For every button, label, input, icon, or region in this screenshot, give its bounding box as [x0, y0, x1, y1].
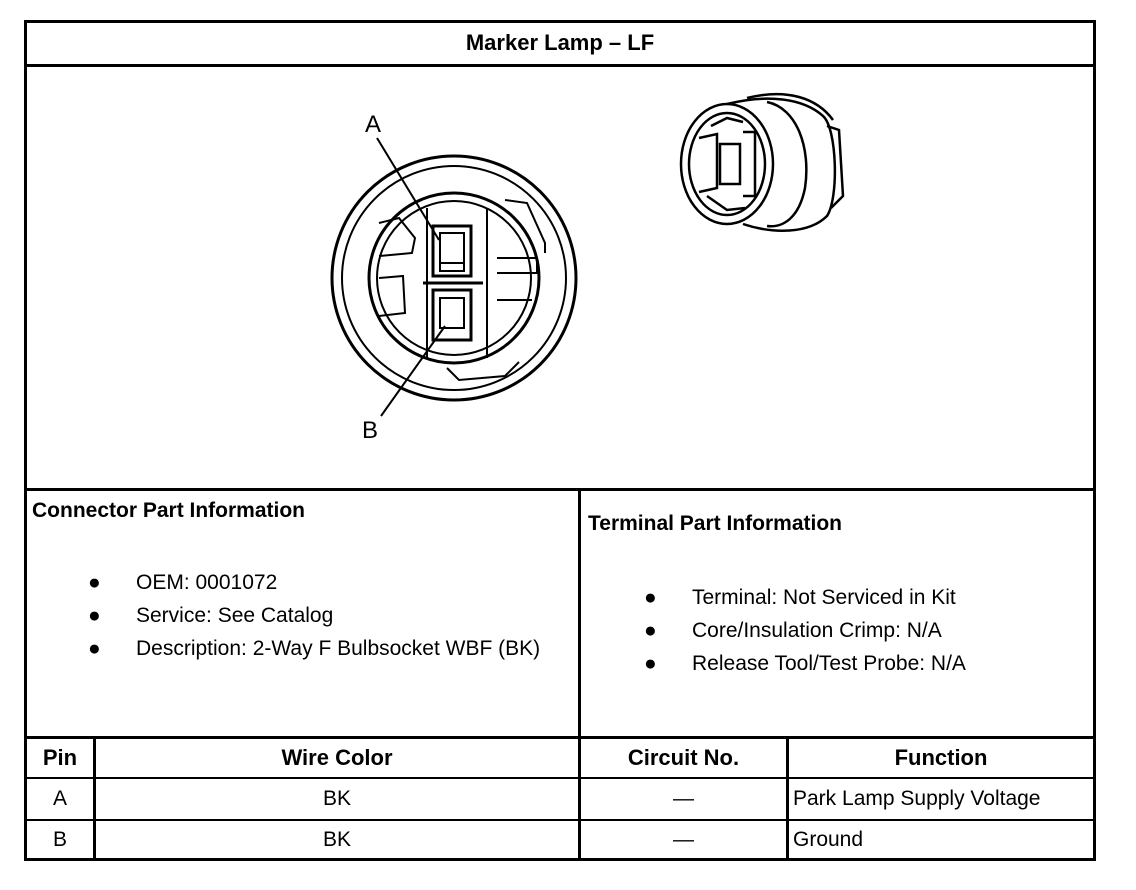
- connector-side-view: [679, 92, 845, 232]
- page-title: Marker Lamp – LF: [465, 30, 655, 55]
- table-cell-pin: B: [52, 828, 67, 851]
- divider-title: [24, 64, 1096, 67]
- connector-info-list: ●OEM: 0001072 ●Service: See Catalog ●Des…: [32, 566, 572, 663]
- pin-label-a: A: [365, 111, 381, 138]
- table-cell-wire-color: BK: [322, 787, 351, 810]
- divider-table-header: [24, 777, 1096, 779]
- connector-sheet-frame: [24, 20, 1096, 861]
- list-item: ●Release Tool/Test Probe: N/A: [588, 647, 1088, 680]
- list-item: ●Service: See Catalog: [32, 599, 572, 632]
- divider-diagram: [24, 488, 1096, 491]
- table-header-circuit-no: Circuit No.: [627, 745, 740, 770]
- bullet-icon: ●: [644, 586, 657, 609]
- terminal-info-list: ●Terminal: Not Serviced in Kit ●Core/Ins…: [588, 581, 1088, 680]
- divider-col-pin: [93, 736, 96, 861]
- table-header-pin: Pin: [42, 745, 78, 770]
- bullet-icon: ●: [88, 571, 101, 594]
- table-cell-circuit-no: —: [673, 787, 694, 810]
- list-item: ●Core/Insulation Crimp: N/A: [588, 614, 1088, 647]
- connector-diagram: A B: [330, 92, 845, 444]
- list-item: ●OEM: 0001072: [32, 566, 572, 599]
- divider-col-circuit: [786, 736, 789, 861]
- list-item: ●Description: 2-Way F Bulbsocket WBF (BK…: [32, 632, 572, 663]
- bullet-icon: ●: [88, 637, 101, 660]
- bullet-icon: ●: [644, 619, 657, 642]
- divider-row-a: [24, 819, 1096, 821]
- bullet-icon: ●: [644, 652, 657, 675]
- bullet-icon: ●: [88, 604, 101, 627]
- list-item: ●Terminal: Not Serviced in Kit: [588, 581, 1088, 614]
- connector-info-heading: Connector Part Information: [32, 499, 306, 522]
- divider-info-columns: [578, 488, 581, 738]
- connector-face-view: [330, 137, 578, 417]
- table-cell-function: Ground: [793, 828, 864, 851]
- table-cell-circuit-no: —: [673, 828, 694, 851]
- table-cell-function: Park Lamp Supply Voltage: [793, 787, 1041, 810]
- divider-col-wire: [578, 736, 581, 861]
- table-header-function: Function: [894, 745, 988, 770]
- pin-label-b: B: [362, 417, 378, 444]
- table-cell-pin: A: [52, 787, 67, 810]
- terminal-info-heading: Terminal Part Information: [588, 512, 842, 535]
- table-cell-wire-color: BK: [322, 828, 351, 851]
- table-header-wire-color: Wire Color: [281, 745, 393, 770]
- divider-info: [24, 736, 1096, 739]
